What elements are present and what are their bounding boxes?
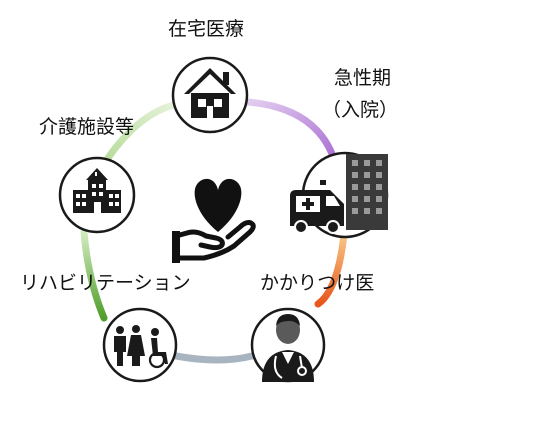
label-acute-line1: 急性期 <box>334 67 391 89</box>
hand-heart-icon <box>172 178 256 263</box>
doctor-icon <box>262 314 314 382</box>
label-acute-line2: （入院） <box>322 99 398 121</box>
node-facility: 介護施設等 <box>39 116 136 234</box>
label-rehab: リハビリテーション <box>20 272 191 294</box>
node-gp: かかりつけ医 <box>250 272 374 383</box>
node-home-care: 在宅医療 <box>168 18 249 134</box>
hand-shape <box>173 220 256 261</box>
ring-segment-home-to-acute <box>244 98 339 166</box>
ring-segment-gp-to-rehab <box>172 352 256 364</box>
label-gp: かかりつけ医 <box>260 272 374 294</box>
node-rehab: リハビリテーション <box>20 272 191 383</box>
cuff-shape <box>172 231 180 263</box>
family-wheelchair-icon <box>114 325 168 369</box>
hospital-building-icon <box>346 154 388 230</box>
ambulance-icon <box>290 180 344 234</box>
label-home-care: 在宅医療 <box>168 18 244 40</box>
node-acute: 急性期 （入院） <box>290 67 398 239</box>
ring-segment-rehab-to-facility <box>80 228 108 322</box>
ring-segment-acute-to-gp <box>314 230 348 308</box>
cycle-ring <box>80 98 348 364</box>
heart-shape <box>194 178 242 232</box>
ring-segment-facility-to-home <box>104 100 182 162</box>
label-facility: 介護施設等 <box>39 116 134 138</box>
care-facility-icon <box>73 168 121 213</box>
house-icon <box>184 68 236 118</box>
